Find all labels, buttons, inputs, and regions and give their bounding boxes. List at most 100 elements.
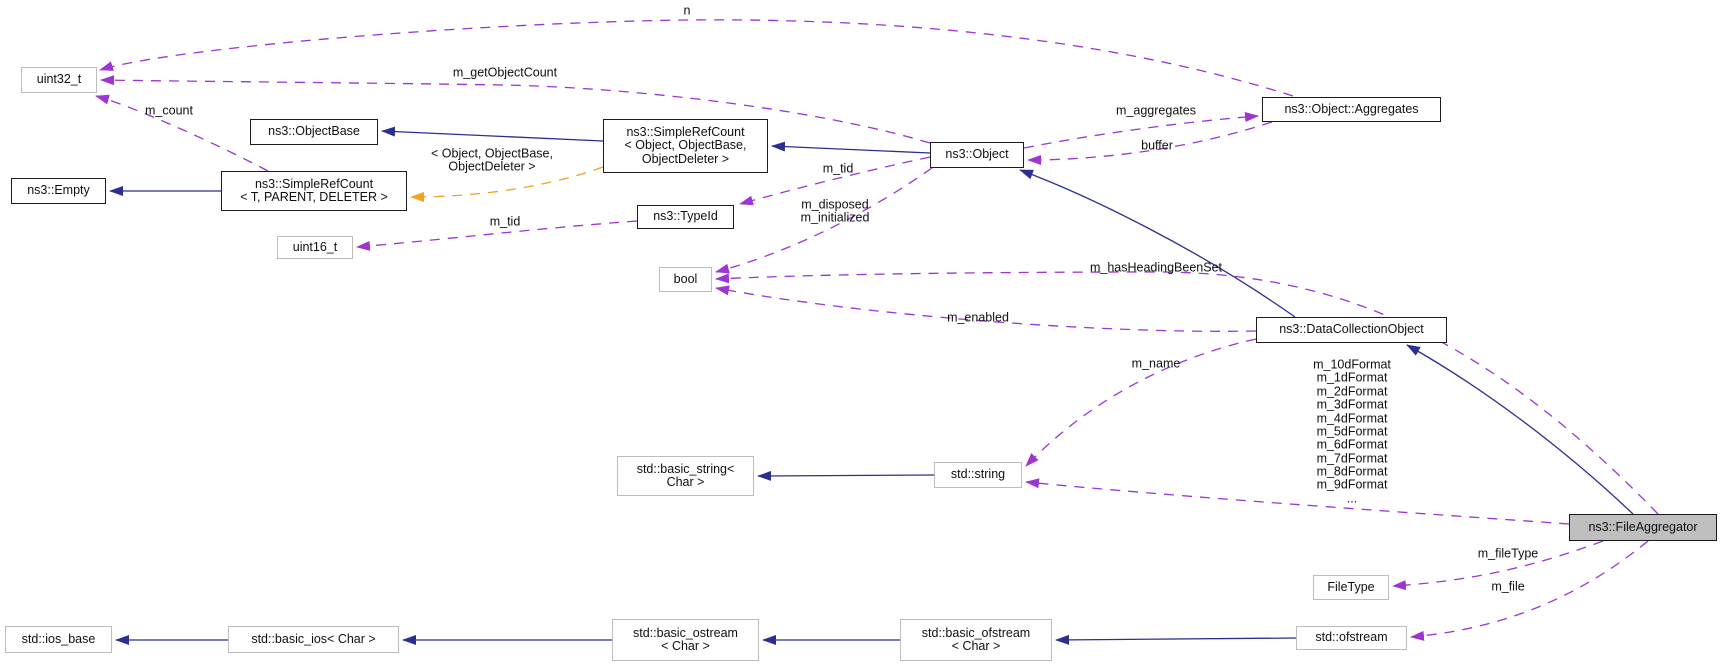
class-node-label: ns3::Object xyxy=(945,147,1009,162)
class-node-string: std::string xyxy=(934,462,1022,488)
edge-usage-m-name xyxy=(1025,338,1257,467)
edge-label-m-tid-right: m_tid xyxy=(822,161,854,176)
edge-label-n: n xyxy=(683,3,691,18)
class-node-label: uint32_t xyxy=(36,72,82,87)
edge-label-line: m_file xyxy=(1491,579,1525,594)
class-node-label: std::basic_ofstream xyxy=(921,625,1031,640)
class-node-datacollectionobject[interactable]: ns3::DataCollectionObject xyxy=(1256,317,1447,343)
edge-label-m-name: m_name xyxy=(1132,356,1181,370)
class-node-label: std::ofstream xyxy=(1315,630,1388,645)
edge-label-line: m_hasHeadingBeenSet xyxy=(1089,260,1223,275)
class-node-label: < Object, ObjectBase, xyxy=(624,138,747,153)
class-node-label: ObjectDeleter > xyxy=(641,151,730,166)
edge-label-m-filetype: m_fileType xyxy=(1477,546,1539,561)
edge-label-line: m_3dFormat xyxy=(1316,397,1388,412)
class-node-label: std::basic_string< xyxy=(636,461,735,476)
edge-label-m-file: m_file xyxy=(1491,579,1525,594)
edge-usage-m-enabled xyxy=(715,285,1257,332)
class-node-label: ns3::Empty xyxy=(27,183,90,198)
edge-inherit-fileaggregator-to-datacollectionobject xyxy=(1406,344,1634,515)
class-node-object[interactable]: ns3::Object xyxy=(930,142,1024,168)
edge-label-line: m_tid xyxy=(822,161,854,176)
class-node-label: FileType xyxy=(1327,579,1375,594)
class-node-ofstream: std::ofstream xyxy=(1296,626,1407,650)
class-node-basic-ostream: std::basic_ostream< Char > xyxy=(612,619,759,661)
class-node-ios-base: std::ios_base xyxy=(5,626,112,653)
class-node-bool: bool xyxy=(659,267,712,292)
class-node-label: ns3::Object::Aggregates xyxy=(1284,101,1419,116)
edge-label-line: m_6dFormat xyxy=(1316,437,1388,452)
class-node-typeid[interactable]: ns3::TypeId xyxy=(637,205,734,229)
class-node-basic-ofstream: std::basic_ofstream< Char > xyxy=(900,619,1052,661)
edge-label-line: m_2dFormat xyxy=(1316,384,1388,399)
edge-label-line: m_10dFormat xyxy=(1313,357,1391,372)
edge-label-line: m_enabled xyxy=(947,310,1009,325)
edge-usage-m-getobjectcount xyxy=(100,75,931,144)
edge-label-line: ObjectDeleter > xyxy=(448,160,536,174)
edge-label-line: m_disposed xyxy=(801,197,869,212)
class-node-label: ns3::FileAggregator xyxy=(1588,519,1698,534)
class-node-label: Char > xyxy=(666,475,705,489)
edge-label-m-count: m_count xyxy=(145,103,193,117)
edge-label-buffer: buffer xyxy=(1141,138,1173,153)
class-node-simplerefcount-t[interactable]: ns3::SimpleRefCount< T, PARENT, DELETER … xyxy=(221,171,407,211)
class-node-uint32-t: uint32_t xyxy=(21,67,97,93)
edge-label-line: m_fileType xyxy=(1477,546,1539,561)
class-node-simplerefcount-object[interactable]: ns3::SimpleRefCount< Object, ObjectBase,… xyxy=(603,119,768,173)
edge-template-instantiation xyxy=(410,166,604,202)
edge-usage-m-tid-object xyxy=(739,156,931,206)
edge-usage-m-count xyxy=(95,94,269,172)
edge-inherit-string-to-basic-string xyxy=(757,470,935,481)
class-node-basic-string: std::basic_string<Char > xyxy=(617,456,754,496)
class-node-label: ns3::DataCollectionObject xyxy=(1279,322,1424,337)
edge-label-line: m_7dFormat xyxy=(1316,451,1388,466)
edge-label-m-hasheadingbeenset: m_hasHeadingBeenSet xyxy=(1089,260,1223,275)
class-node-label: < Char > xyxy=(951,639,1001,653)
edge-label-line: m_1dFormat xyxy=(1316,370,1388,385)
class-node-label: uint16_t xyxy=(292,239,338,254)
edge-label-line: m_aggregates xyxy=(1116,103,1196,118)
edge-label-line: m_4dFormat xyxy=(1316,410,1388,425)
class-node-aggregates[interactable]: ns3::Object::Aggregates xyxy=(1262,97,1441,122)
edge-label-m-getobjectcount: m_getObjectCount xyxy=(453,65,557,79)
edge-usage-m-formats xyxy=(1025,478,1570,525)
edge-usage-m-filetype xyxy=(1392,540,1604,591)
edge-label-line: m_5dFormat xyxy=(1316,424,1388,439)
class-node-label: std::basic_ios< Char > xyxy=(251,631,376,646)
edge-inherit-ofstream-to-basic-ofstream xyxy=(1055,634,1297,645)
class-node-label: ns3::SimpleRefCount xyxy=(254,176,374,191)
edge-usage-n xyxy=(99,19,1294,97)
edge-label-m-enabled: m_enabled xyxy=(947,310,1009,325)
edge-label-line: m_tid xyxy=(489,214,521,229)
class-node-label: ns3::ObjectBase xyxy=(268,124,360,139)
edge-label-line: ... xyxy=(1346,491,1358,506)
class-node-label: < Char > xyxy=(661,639,710,653)
edge-label-line: m_8dFormat xyxy=(1316,464,1388,479)
edge-inherit-datacollectionobject-to-object xyxy=(1019,169,1296,318)
class-node-label: std::ios_base xyxy=(21,631,96,646)
class-node-label: ns3::SimpleRefCount xyxy=(626,124,745,139)
class-node-filetype: FileType xyxy=(1313,575,1389,600)
class-node-uint16-t: uint16_t xyxy=(277,236,353,259)
edge-usage-buffer xyxy=(1027,121,1273,165)
class-node-basic-ios: std::basic_ios< Char > xyxy=(228,626,399,653)
class-node-empty[interactable]: ns3::Empty xyxy=(11,178,106,204)
edge-label-line: m_initialized xyxy=(800,211,870,225)
class-node-label: < T, PARENT, DELETER > xyxy=(240,190,388,204)
edge-label-line: m_9dFormat xyxy=(1316,477,1388,492)
class-node-label: std::basic_ostream xyxy=(633,625,738,640)
edge-label-m-aggregates: m_aggregates xyxy=(1116,103,1196,118)
edge-inherit-object-to-simplerefcount-object xyxy=(771,141,931,154)
class-node-label: bool xyxy=(673,271,698,286)
edge-label-line: buffer xyxy=(1141,138,1173,153)
edge-label-line: < Object, ObjectBase, xyxy=(431,146,553,161)
class-node-label: std::string xyxy=(950,467,1006,482)
edge-label-line: n xyxy=(683,3,691,18)
edge-label-template-args: < Object, ObjectBase,ObjectDeleter > xyxy=(431,146,553,175)
class-node-objectbase[interactable]: ns3::ObjectBase xyxy=(250,119,378,145)
edge-usage-m-aggregates xyxy=(1023,112,1259,149)
